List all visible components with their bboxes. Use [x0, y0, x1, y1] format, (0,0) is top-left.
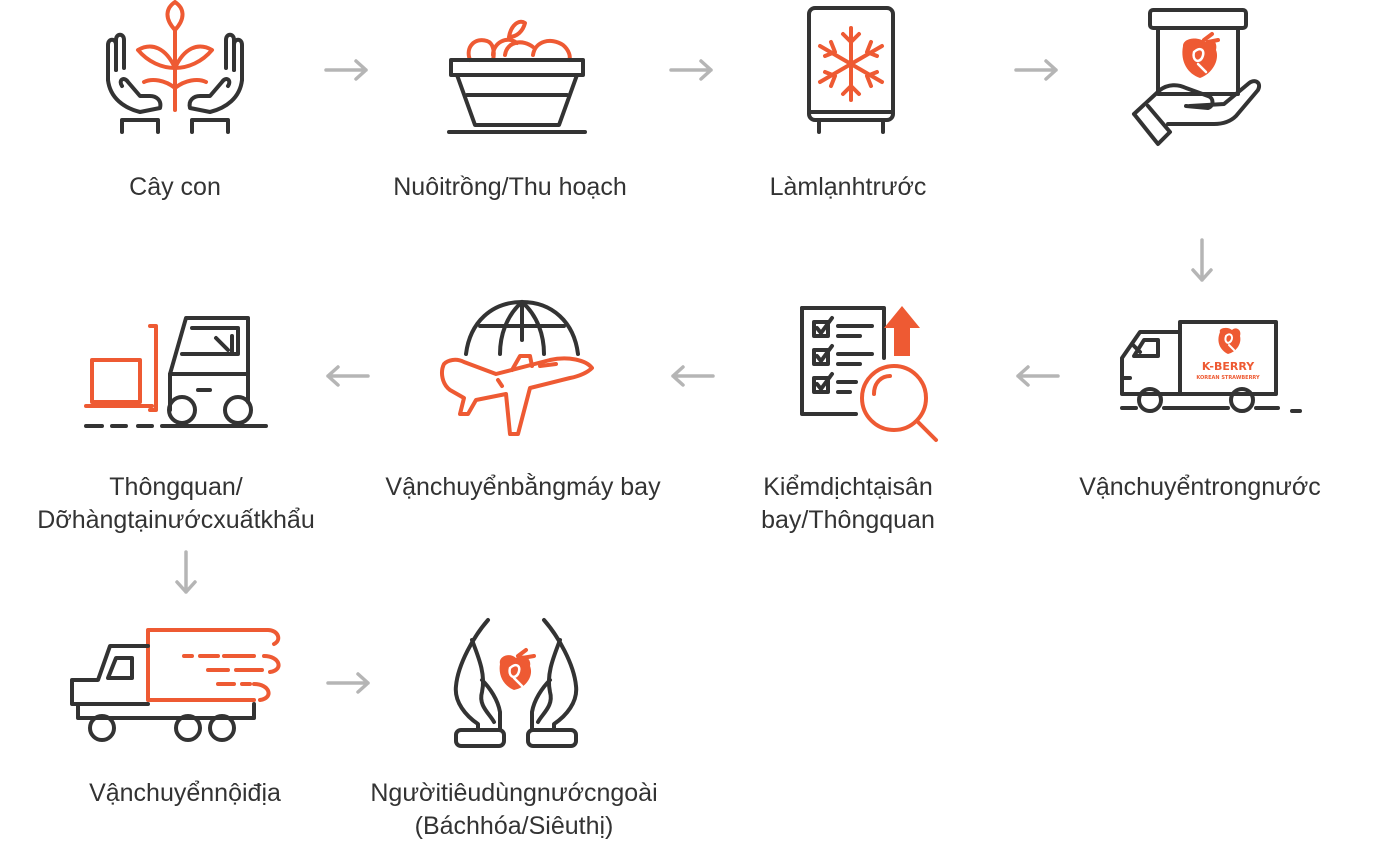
arrow-down-icon — [174, 550, 198, 596]
arrow-right-icon — [326, 671, 372, 695]
truck-logo-text: K-BERRY — [1202, 360, 1255, 373]
step-label-air-transport: Vậnchuyểnbằngmáy bay — [385, 473, 661, 501]
step-label-inland-transport: Vậnchuyểnnộiđịa — [89, 779, 281, 807]
inspection-checklist-icon — [798, 304, 943, 449]
fast-truck-icon — [68, 626, 288, 748]
arrow-left-icon — [1014, 364, 1060, 388]
arrow-right-icon — [1014, 58, 1060, 82]
forklift-icon — [82, 314, 272, 432]
hand-holding-package-icon — [1128, 6, 1268, 151]
harvest-basket-icon — [445, 15, 590, 135]
step-label-precool: Làmlạnhtrước — [769, 173, 927, 201]
arrow-down-icon — [1190, 238, 1214, 284]
step-label-quarantine: Kiểmdịchtạisân bay/Thôngquan — [761, 473, 935, 534]
truck-logo-subtext: KOREAN STRAWBERRY — [1196, 375, 1260, 381]
step-label-domestic-transport: Vậnchuyểntrongnước — [1079, 473, 1321, 501]
arrow-left-icon — [324, 364, 370, 388]
hands-strawberry-icon — [448, 616, 584, 752]
step-label-harvest: Nuôitrồng/Thu hoạch — [393, 173, 627, 201]
step-label-customs-unloading: Thôngquan/ Dỡhàngtạinướcxuấtkhẩu — [37, 473, 315, 534]
airplane-globe-icon — [440, 300, 600, 440]
arrow-right-icon — [324, 58, 370, 82]
step-label-seedling: Cây con — [129, 173, 221, 201]
arrow-right-icon — [669, 58, 715, 82]
delivery-truck-icon: K-BERRY KOREAN STRAWBERRY — [1118, 318, 1304, 416]
refrigerator-snowflake-icon — [805, 4, 897, 136]
arrow-left-icon — [669, 364, 715, 388]
step-label-consumer: Ngườitiêudùngnướcngoài (Báchhóa/Siêuthị) — [370, 779, 658, 840]
seedling-hands-icon — [100, 0, 250, 140]
